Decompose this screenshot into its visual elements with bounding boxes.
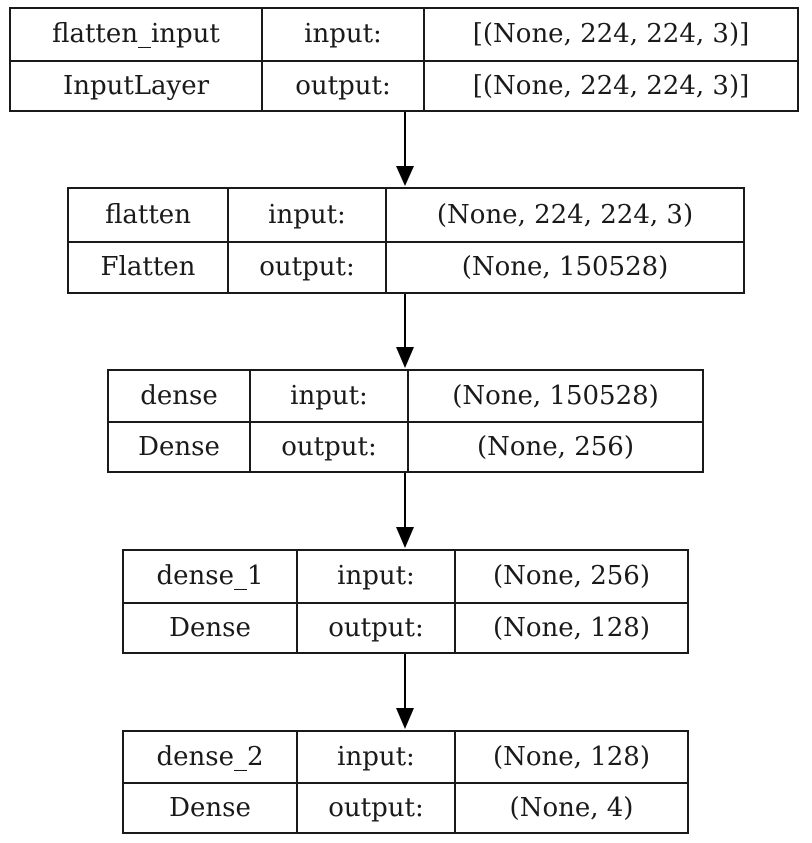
layer-type: Flatten bbox=[100, 252, 196, 283]
layer-row-input: dense input: (None, 150528) bbox=[109, 371, 702, 421]
layer-name: dense_2 bbox=[156, 742, 264, 772]
layer-row-input: dense_1 input: (None, 256) bbox=[124, 551, 687, 602]
input-label: input: bbox=[261, 9, 423, 60]
layer-name: flatten_input bbox=[52, 19, 220, 50]
layer-row-output: Dense output: (None, 4) bbox=[124, 782, 687, 832]
arrowhead-icon bbox=[396, 347, 414, 368]
layer-row-output: Flatten output: (None, 150528) bbox=[69, 240, 743, 292]
input-shape: (None, 256) bbox=[454, 551, 687, 602]
output-label: output: bbox=[249, 423, 407, 471]
input-shape: (None, 128) bbox=[454, 732, 687, 782]
output-label: output: bbox=[261, 61, 423, 110]
layer-node-dense_2: dense_2 input: (None, 128) Dense output:… bbox=[122, 730, 689, 834]
input-label: input: bbox=[249, 371, 407, 421]
output-label: output: bbox=[227, 242, 385, 292]
input-label: input: bbox=[227, 189, 385, 241]
arrowhead-icon bbox=[396, 708, 414, 729]
layer-row-input: flatten_input input: [(None, 224, 224, 3… bbox=[11, 9, 797, 60]
layer-type: Dense bbox=[169, 612, 251, 643]
layer-type: InputLayer bbox=[62, 70, 210, 101]
layer-node-dense_1: dense_1 input: (None, 256) Dense output:… bbox=[122, 549, 689, 654]
output-shape: (None, 4) bbox=[454, 784, 687, 832]
layer-name: flatten bbox=[105, 199, 191, 230]
layer-row-output: InputLayer output: [(None, 224, 224, 3)] bbox=[11, 59, 797, 110]
layer-name: dense_1 bbox=[156, 561, 264, 592]
output-label: output: bbox=[296, 603, 454, 652]
layer-type: Dense bbox=[138, 432, 220, 462]
arrowhead-icon bbox=[396, 527, 414, 548]
layer-row-input: flatten input: (None, 224, 224, 3) bbox=[69, 189, 743, 241]
output-shape: (None, 256) bbox=[407, 423, 702, 471]
input-label: input: bbox=[296, 551, 454, 602]
input-shape: [(None, 224, 224, 3)] bbox=[423, 9, 797, 60]
layer-row-output: Dense output: (None, 256) bbox=[109, 421, 702, 471]
layer-name: dense bbox=[140, 381, 218, 411]
layer-row-input: dense_2 input: (None, 128) bbox=[124, 732, 687, 782]
layer-node-flatten_input: flatten_input input: [(None, 224, 224, 3… bbox=[9, 7, 799, 112]
layer-row-output: Dense output: (None, 128) bbox=[124, 601, 687, 652]
layer-node-dense: dense input: (None, 150528) Dense output… bbox=[107, 369, 704, 473]
input-label: input: bbox=[296, 732, 454, 782]
input-shape: (None, 150528) bbox=[407, 371, 702, 421]
output-label: output: bbox=[296, 784, 454, 832]
output-shape: [(None, 224, 224, 3)] bbox=[423, 61, 797, 110]
arrowhead-icon bbox=[396, 166, 414, 186]
layer-type: Dense bbox=[169, 793, 251, 823]
layer-node-flatten: flatten input: (None, 224, 224, 3) Flatt… bbox=[67, 187, 745, 294]
input-shape: (None, 224, 224, 3) bbox=[385, 189, 743, 241]
output-shape: (None, 128) bbox=[454, 603, 687, 652]
output-shape: (None, 150528) bbox=[385, 242, 743, 292]
